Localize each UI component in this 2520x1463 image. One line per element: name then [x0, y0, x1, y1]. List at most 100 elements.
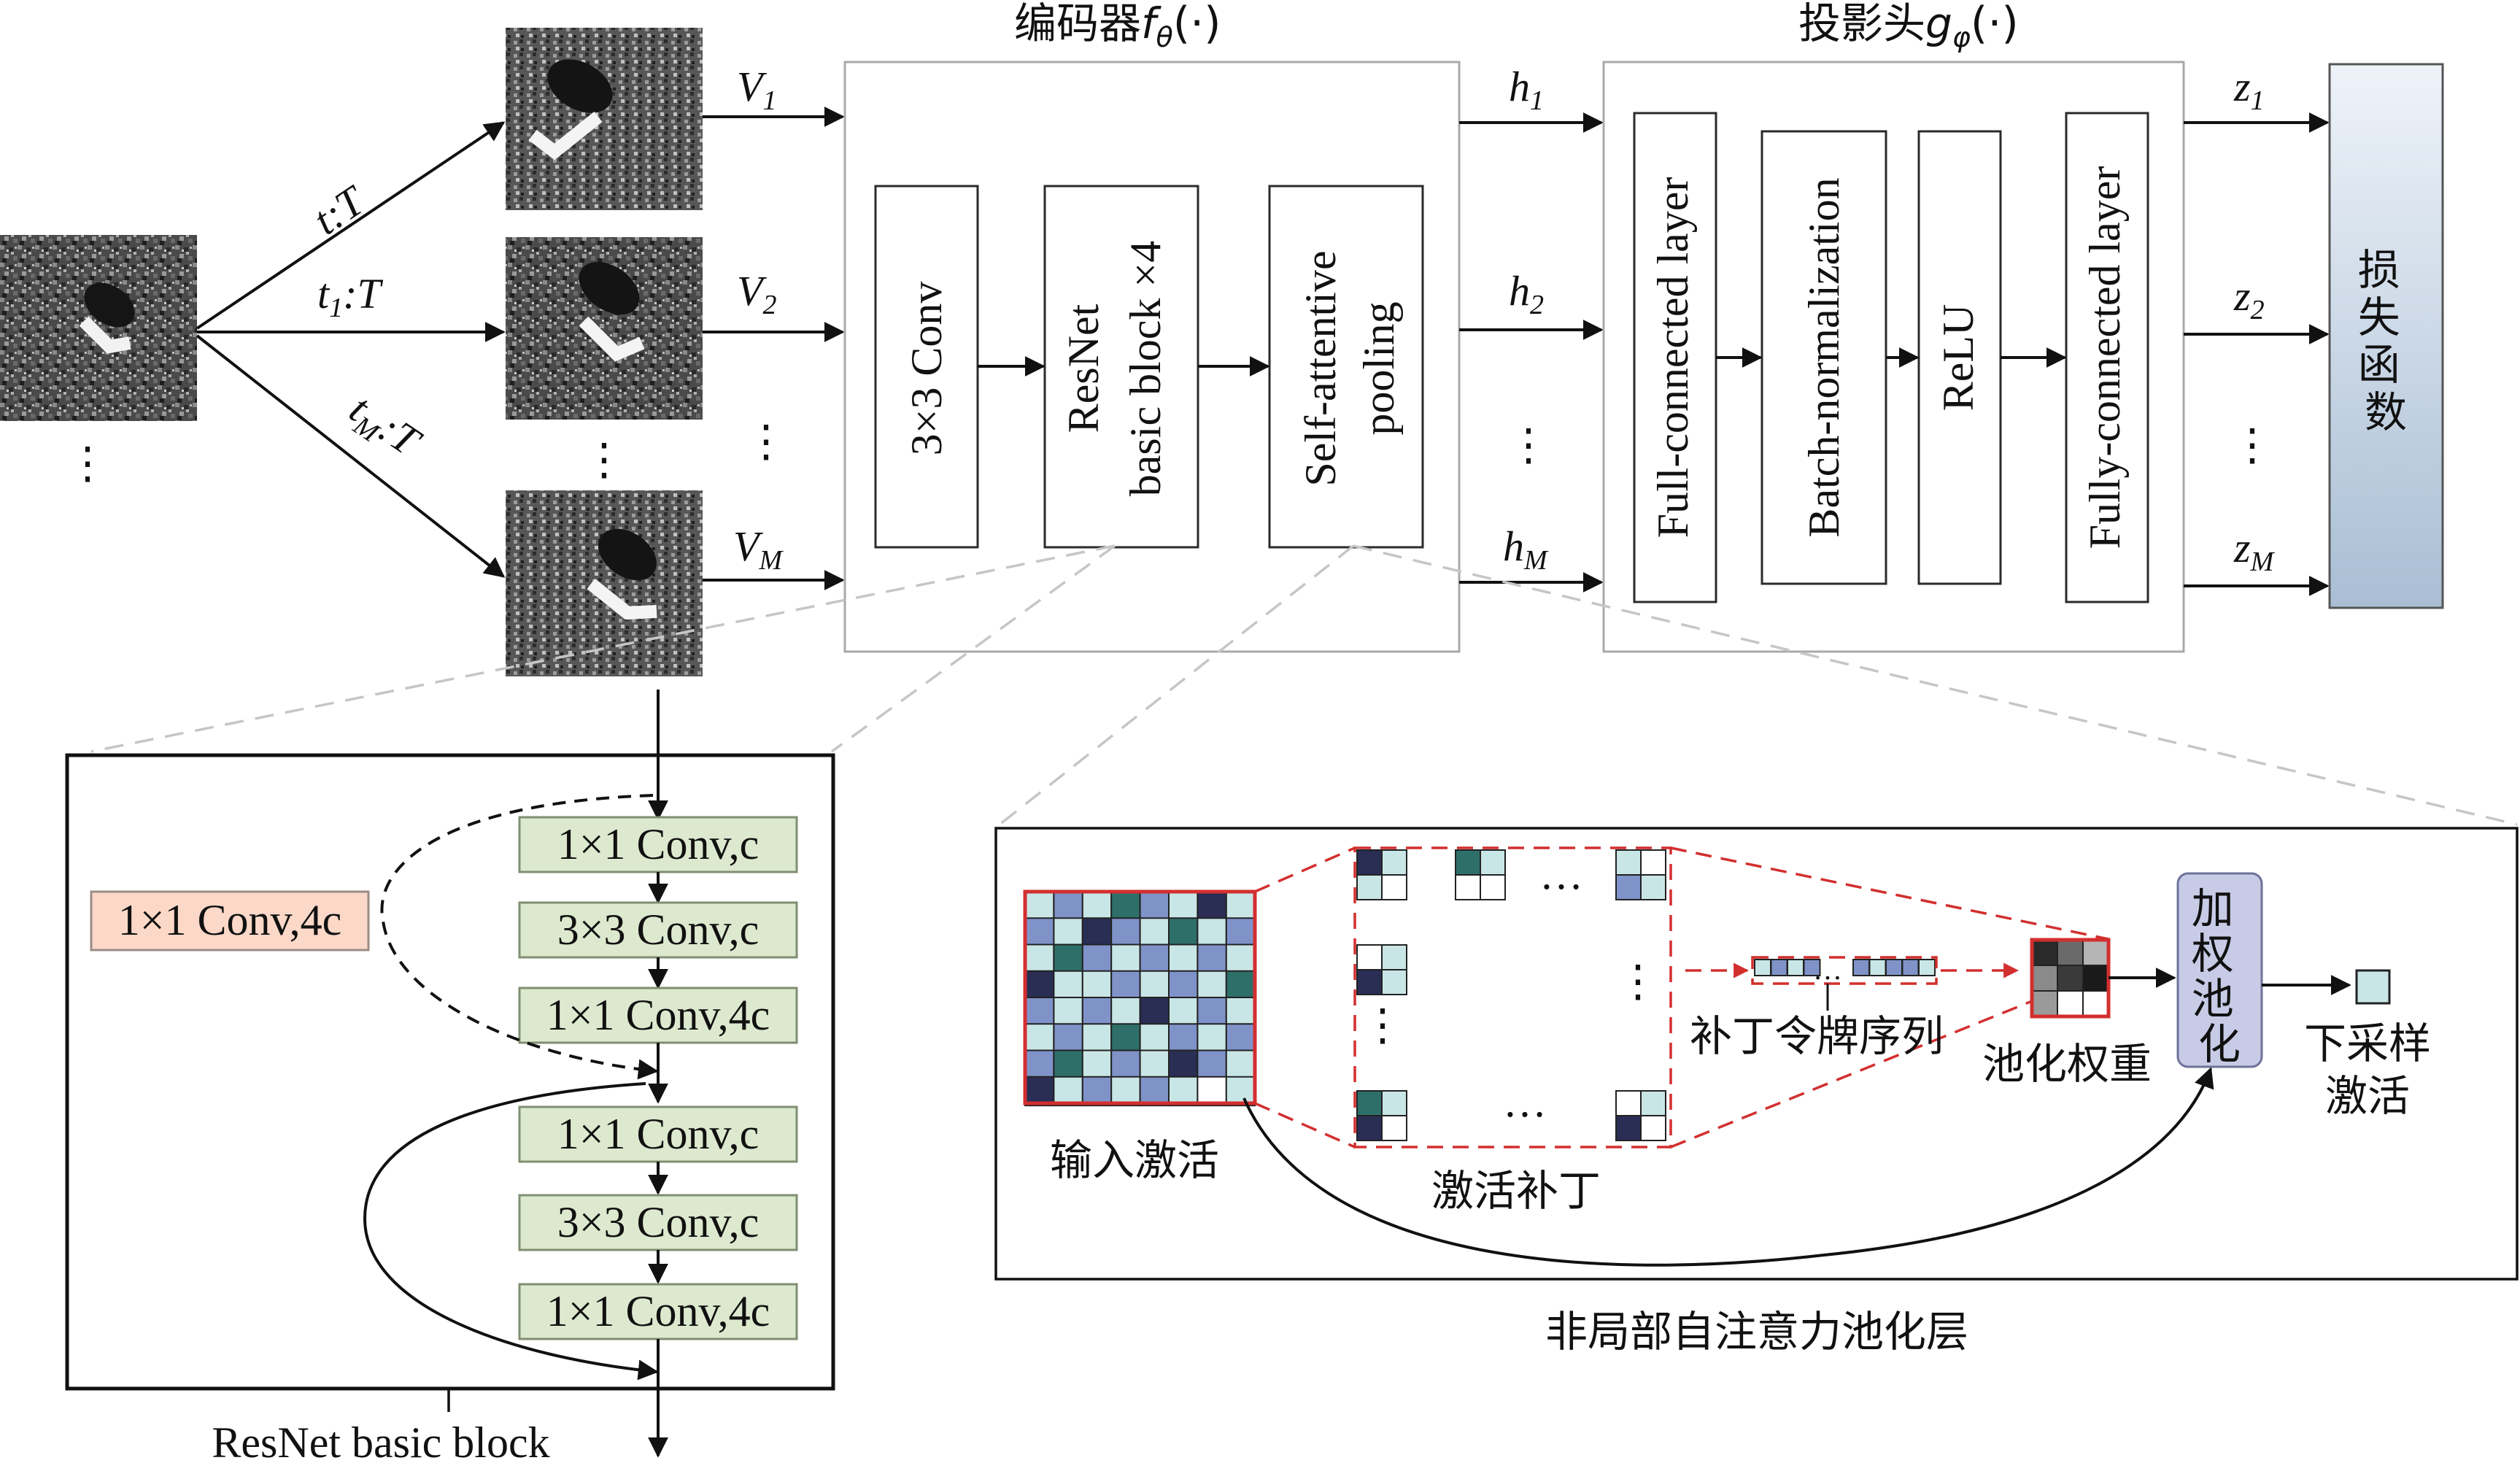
tokens-label: 补丁令牌序列 — [1690, 1011, 1944, 1061]
token-cell — [1770, 959, 1788, 976]
resnet-conv-6-label: 1×1 Conv,4c — [546, 1287, 770, 1335]
resnet-detail-frame — [65, 753, 835, 1391]
resnet-conv-4 — [518, 1105, 798, 1163]
projector-title: 投影头gφ(·) — [1798, 0, 2019, 53]
input-cell — [1139, 1049, 1170, 1080]
patches-label: 激活补丁 — [1431, 1166, 1601, 1216]
weight-cell — [2057, 990, 2084, 1017]
output-label-2: 激活 — [2325, 1071, 2410, 1121]
augment-arrow-1 — [196, 121, 506, 330]
proj-label-dots: ⋮ — [2230, 421, 2274, 469]
input-cell — [1081, 1076, 1113, 1107]
patch-cell — [1640, 1090, 1666, 1116]
patch-cell — [1640, 849, 1666, 876]
input-cell — [1081, 1049, 1113, 1080]
input-image — [0, 235, 197, 421]
augmented-view-m — [506, 490, 703, 676]
patch-cell — [1356, 849, 1383, 876]
input-cell — [1110, 1049, 1141, 1080]
patch-cell — [1455, 874, 1481, 900]
input-cell — [1053, 1076, 1083, 1107]
input-cell — [1081, 891, 1113, 922]
patch-cell — [1640, 1115, 1666, 1141]
input-cell — [1024, 997, 1055, 1027]
fc-layer-1 — [1633, 112, 1717, 603]
resnet-label-2: basic block ×4 — [1121, 241, 1170, 496]
input-cell — [1139, 891, 1170, 922]
weights-label: 池化权重 — [1982, 1039, 2152, 1089]
input-cell — [1081, 997, 1113, 1027]
weight-cell — [2057, 965, 2084, 992]
weighted-char-2: 权 — [2192, 929, 2234, 978]
patch-cell — [1356, 874, 1383, 900]
input-vdots: ⋮ — [66, 439, 109, 487]
batch-norm-layer — [1760, 130, 1887, 585]
input-cell — [1197, 997, 1227, 1027]
input-cell — [1225, 1049, 1256, 1080]
input-cell — [1110, 997, 1141, 1027]
resnet-conv-3-label: 1×1 Conv,4c — [546, 991, 770, 1039]
pooling-detail-frame — [994, 827, 2519, 1281]
input-cell — [1168, 970, 1199, 1001]
resnet-caption: ResNet basic block — [212, 1418, 549, 1463]
patch-cell — [1381, 1090, 1407, 1116]
proj-label-2: z2 — [2233, 272, 2265, 325]
weighted-char-4: 化 — [2198, 1019, 2241, 1069]
red-proj-4 — [1670, 998, 2036, 1149]
patch-cell — [1615, 874, 1642, 900]
view-label-m: VM — [733, 522, 784, 576]
patch-cell — [1381, 969, 1407, 995]
view-vdots: ⋮ — [582, 436, 626, 484]
output-label-1: 下采样 — [2304, 1019, 2431, 1068]
input-cell — [1225, 1076, 1256, 1107]
patch-cell — [1615, 1090, 1642, 1116]
input-cell — [1197, 1076, 1227, 1107]
input-cell — [1110, 917, 1141, 948]
loss-char-3: 函 — [2358, 340, 2400, 390]
input-cell — [1168, 1049, 1199, 1080]
rep-label-2: h2 — [1509, 267, 1544, 320]
weight-cell — [2082, 965, 2109, 992]
weight-cell — [2082, 939, 2109, 966]
patch-cell — [1381, 849, 1407, 876]
loss-function-label: 损 失 函 数 — [2358, 245, 2413, 437]
conv-3x3-label: 3×3 Conv — [903, 282, 951, 456]
input-cell — [1024, 917, 1055, 948]
input-cell — [1024, 891, 1055, 922]
activation-patches — [1356, 849, 1666, 1141]
augment-label-2: t1:T — [317, 270, 383, 323]
input-activation-grid — [1024, 891, 1256, 1107]
patch-cell — [1381, 944, 1407, 970]
input-cell — [1081, 970, 1113, 1001]
patch-cell — [1480, 849, 1506, 876]
resnet-shortcut-path — [380, 794, 659, 1080]
patch-cell — [1356, 1115, 1383, 1141]
patch-cell — [1615, 1115, 1642, 1141]
rep-label-dots: ⋮ — [1507, 421, 1550, 469]
rep-label-1: h1 — [1509, 63, 1544, 116]
relu-layer — [1917, 130, 2002, 585]
resnet-conv-2 — [518, 901, 798, 959]
augmented-view-2 — [506, 237, 703, 420]
view-label-2: V2 — [737, 267, 776, 320]
input-cell — [1139, 917, 1170, 948]
patch-cell — [1381, 1115, 1407, 1141]
patches-vdots-left: ⋮ — [1361, 1001, 1404, 1049]
guide-line-4 — [1353, 544, 2518, 826]
resnet-conv-1-label: 1×1 Conv,c — [557, 820, 760, 868]
guide-line-2 — [830, 544, 1116, 753]
input-cell — [1168, 997, 1199, 1027]
input-cell — [1168, 891, 1199, 922]
view-label-1: V1 — [737, 63, 776, 116]
input-cell — [1139, 997, 1170, 1027]
input-cell — [1139, 1076, 1170, 1107]
input-cell — [1197, 891, 1227, 922]
token-border — [1751, 956, 1938, 985]
weight-cell — [2082, 990, 2109, 1017]
patches-border — [1353, 846, 1672, 1149]
input-cell — [1139, 1023, 1170, 1054]
input-cell — [1225, 997, 1256, 1027]
input-cell — [1168, 1023, 1199, 1054]
input-cell — [1225, 1023, 1256, 1054]
resnet-residual-path — [363, 1082, 659, 1381]
